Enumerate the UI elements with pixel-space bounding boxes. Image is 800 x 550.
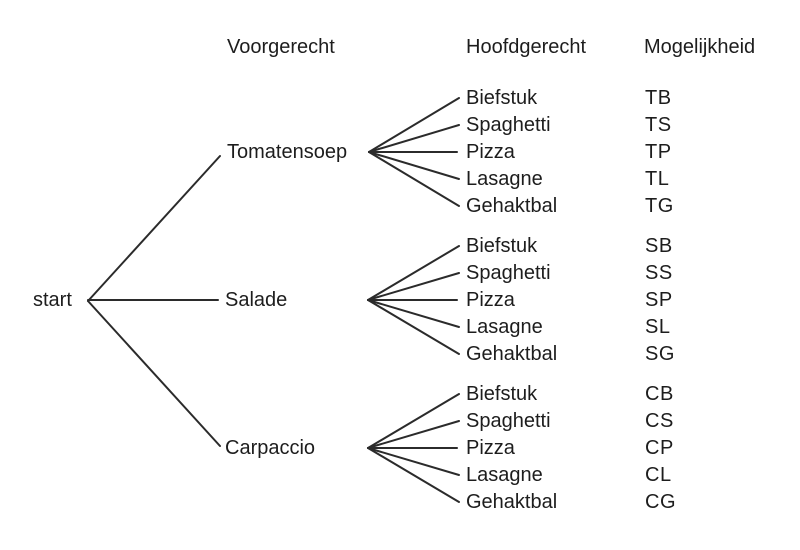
edge-tomatensoep-biefstuk xyxy=(368,97,460,153)
branch-label-salade: Salade xyxy=(225,289,288,311)
edge-carpaccio-gehaktbal xyxy=(367,447,460,503)
outcome-code: CS xyxy=(645,410,674,432)
outcome-code: TS xyxy=(645,114,672,136)
branch-label-carpaccio: Carpaccio xyxy=(225,437,316,459)
dish-label: Pizza xyxy=(466,141,515,163)
edge-salade-biefstuk xyxy=(367,245,460,301)
edge-salade-gehaktbal xyxy=(367,299,460,355)
dish-label: Biefstuk xyxy=(466,235,538,257)
dish-label: Biefstuk xyxy=(466,383,538,405)
edge-tomatensoep-spaghetti xyxy=(368,124,460,153)
outcome-code: TL xyxy=(645,168,670,190)
dish-label: Pizza xyxy=(466,289,515,311)
edge-tomatensoep-lasagne xyxy=(368,151,460,180)
outcome-code: TG xyxy=(645,195,674,217)
outcome-code: CL xyxy=(645,464,672,486)
edge-start-tomatensoep xyxy=(87,155,221,302)
outcome-code: TP xyxy=(645,141,672,163)
dish-label: Spaghetti xyxy=(466,410,551,432)
dish-label: Lasagne xyxy=(466,168,543,190)
dish-label: Spaghetti xyxy=(466,262,551,284)
root-label: start xyxy=(33,289,72,311)
column-header-voorgerecht: Voorgerecht xyxy=(227,36,335,58)
outcome-code: CG xyxy=(645,491,676,513)
edge-carpaccio-biefstuk xyxy=(367,393,460,449)
outcome-code: CB xyxy=(645,383,674,405)
outcome-code: SL xyxy=(645,316,671,338)
edge-salade-lasagne xyxy=(367,299,460,328)
edge-carpaccio-spaghetti xyxy=(367,420,460,449)
edge-start-carpaccio xyxy=(87,300,221,447)
dish-label: Gehaktbal xyxy=(466,491,558,513)
edge-carpaccio-lasagne xyxy=(367,447,460,476)
column-header-hoofdgerecht: Hoofdgerecht xyxy=(466,36,587,58)
dish-label: Gehaktbal xyxy=(466,195,558,217)
branch-label-tomatensoep: Tomatensoep xyxy=(227,141,348,163)
outcome-code: SB xyxy=(645,235,673,257)
dish-label: Pizza xyxy=(466,437,515,459)
dish-label: Lasagne xyxy=(466,316,543,338)
outcome-code: SP xyxy=(645,289,673,311)
outcome-code: SS xyxy=(645,262,673,284)
dish-label: Lasagne xyxy=(466,464,543,486)
outcome-code: SG xyxy=(645,343,675,365)
outcome-code: CP xyxy=(645,437,674,459)
dish-label: Spaghetti xyxy=(466,114,551,136)
edge-salade-spaghetti xyxy=(367,272,460,301)
dish-label: Biefstuk xyxy=(466,87,538,109)
edge-tomatensoep-gehaktbal xyxy=(368,151,460,207)
dish-label: Gehaktbal xyxy=(466,343,558,365)
outcome-code: TB xyxy=(645,87,672,109)
column-header-mogelijkheid: Mogelijkheid xyxy=(644,36,756,58)
